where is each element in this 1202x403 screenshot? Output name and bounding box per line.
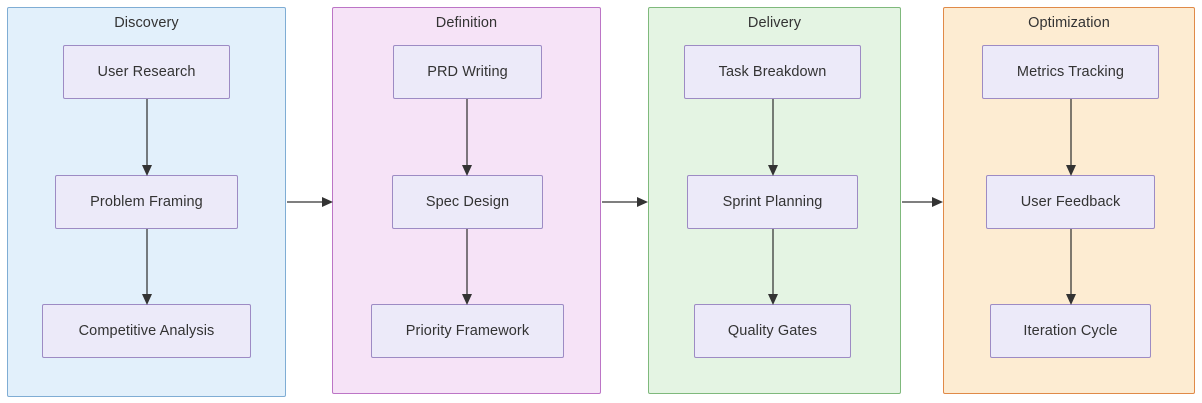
node-quality-gates-label: Quality Gates [727,323,818,339]
node-competitive-analysis[interactable]: Competitive Analysis [42,304,251,358]
node-quality-gates[interactable]: Quality Gates [694,304,851,358]
node-iteration-cycle[interactable]: Iteration Cycle [990,304,1151,358]
edge-discovery-to-definition [287,197,333,207]
node-user-feedback-label: User Feedback [1020,194,1121,210]
node-priority-framework-label: Priority Framework [405,323,530,339]
node-sprint-planning-label: Sprint Planning [722,194,823,210]
node-user-research-label: User Research [97,64,196,80]
edge-definition-to-delivery [602,197,648,207]
node-task-breakdown[interactable]: Task Breakdown [684,45,861,99]
edge-delivery-to-optimization [902,197,943,207]
node-problem-framing-label: Problem Framing [90,194,203,210]
node-spec-design[interactable]: Spec Design [392,175,543,229]
node-metrics-tracking[interactable]: Metrics Tracking [982,45,1159,99]
node-sprint-planning[interactable]: Sprint Planning [687,175,858,229]
node-user-research[interactable]: User Research [63,45,230,99]
stage-discovery-title: Discovery [114,15,179,31]
node-iteration-cycle-label: Iteration Cycle [1023,323,1118,339]
node-user-feedback[interactable]: User Feedback [986,175,1155,229]
node-competitive-analysis-label: Competitive Analysis [78,323,215,339]
stage-definition-title: Definition [435,15,498,31]
node-task-breakdown-label: Task Breakdown [718,64,827,80]
node-priority-framework[interactable]: Priority Framework [371,304,564,358]
node-prd-writing[interactable]: PRD Writing [393,45,542,99]
node-prd-writing-label: PRD Writing [427,64,508,80]
node-problem-framing[interactable]: Problem Framing [55,175,238,229]
node-spec-design-label: Spec Design [425,194,510,210]
node-metrics-tracking-label: Metrics Tracking [1016,64,1125,80]
stage-delivery-title: Delivery [747,15,802,31]
stage-optimization-title: Optimization [1028,15,1110,31]
